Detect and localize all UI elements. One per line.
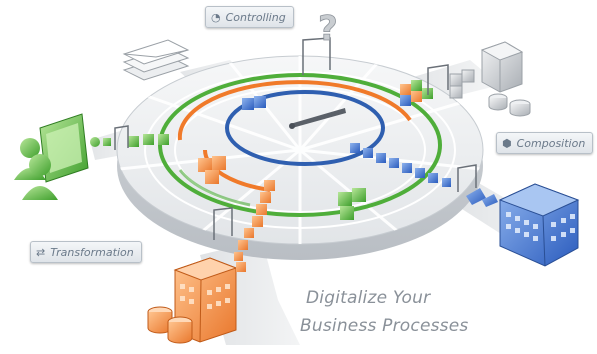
svg-text:?: ? xyxy=(318,9,338,49)
gate-frames xyxy=(114,37,477,240)
hub-hand xyxy=(289,108,346,129)
cube-icon: ⬢ xyxy=(502,136,512,150)
controlling-text: Controlling xyxy=(225,10,286,24)
composition-label: ⬢ Composition xyxy=(496,132,594,154)
blue-building-icon xyxy=(466,183,580,267)
slogan-line-2: Business Processes xyxy=(300,316,469,336)
slogan-line-1: Digitalize Your xyxy=(306,288,431,308)
composition-text: Composition xyxy=(516,136,586,150)
orange-building-icon xyxy=(147,257,246,344)
controlling-label: ◔ Controlling xyxy=(205,6,294,28)
orange-ring xyxy=(177,80,412,141)
transform-icon: ⇄ xyxy=(36,245,46,259)
data-cubes xyxy=(103,80,451,261)
transformation-text: Transformation xyxy=(50,245,134,259)
gauge-icon: ◔ xyxy=(211,10,221,24)
users-monitor-icon xyxy=(14,113,100,200)
transformation-label: ⇄ Transformation xyxy=(30,241,142,263)
blue-ring xyxy=(225,90,385,166)
server-database-icon xyxy=(449,41,531,117)
mail-stack-icon xyxy=(122,39,190,81)
question-mark-icon: ? xyxy=(318,9,339,50)
